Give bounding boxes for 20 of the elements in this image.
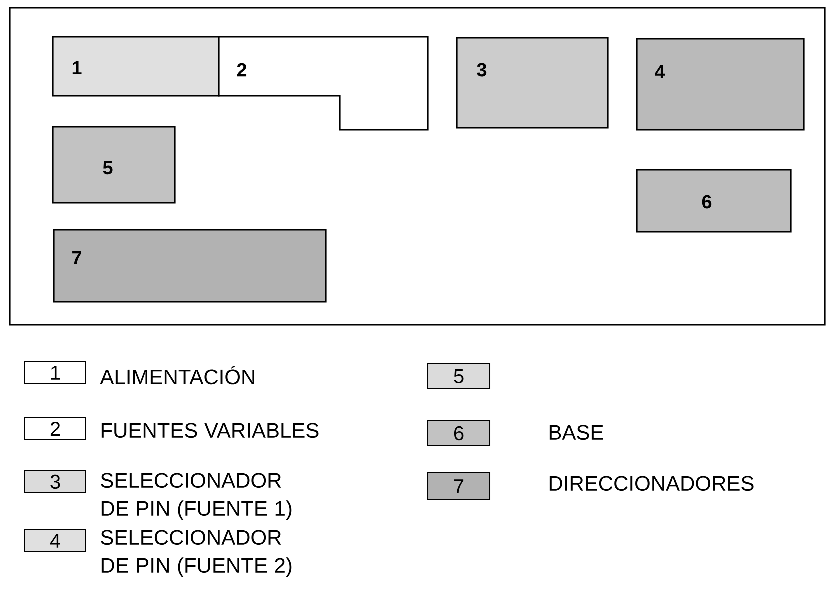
legend-text: SELECCIONADOR DE PIN (FUENTE 2) — [101, 530, 292, 578]
legend-text: BASE — [550, 425, 604, 440]
legend-key: 1 — [24, 362, 86, 384]
legend-key: 5 — [428, 364, 490, 390]
board-block: 4 — [636, 38, 805, 131]
legend-key: 4 — [24, 530, 86, 552]
legend-text: ALIMENTACIÓN — [100, 366, 254, 385]
board-block: 7 — [53, 229, 327, 303]
board-block: 6 — [636, 169, 792, 233]
legend-key: 7 — [428, 472, 490, 500]
legend-key: 6 — [428, 420, 490, 446]
legend-text: FUENTES VARIABLES — [102, 423, 319, 438]
board-block: 1 — [52, 36, 220, 97]
board-block: 2 — [218, 36, 429, 131]
legend-text: SELECCIONADOR DE PIN (FUENTE 1) — [101, 473, 292, 520]
legend-key: 3 — [24, 470, 86, 494]
board-block: 3 — [456, 37, 609, 129]
legend-text: DIRECCIONADORES — [550, 476, 754, 492]
legend-key: 2 — [24, 418, 86, 440]
board-block: 5 — [52, 126, 176, 204]
